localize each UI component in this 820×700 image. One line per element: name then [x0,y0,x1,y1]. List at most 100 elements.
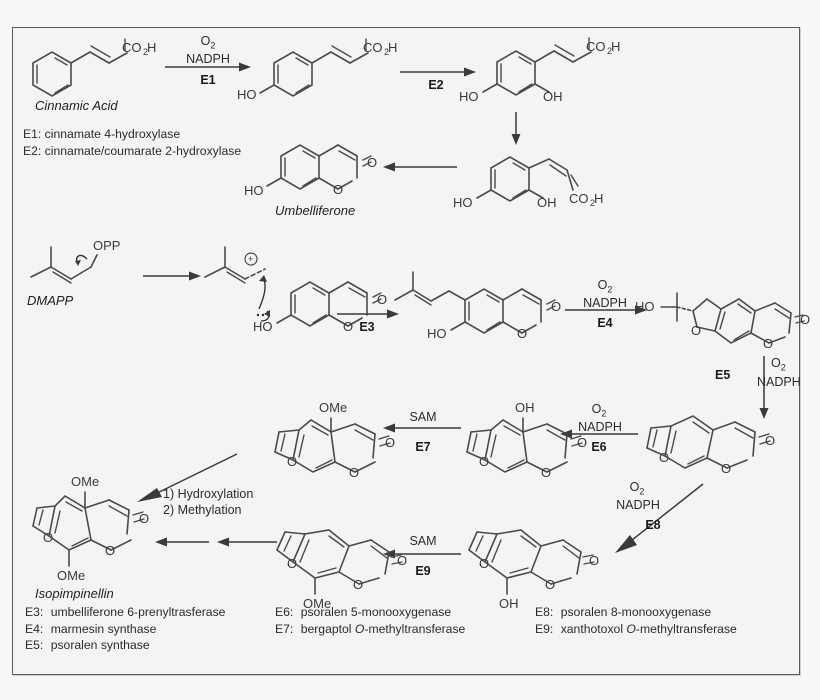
legend-e4-name: marmesin synthase [50,621,157,636]
o2-sub-e5: 2 [780,362,786,373]
svg-text:HO: HO [253,319,273,334]
legend-e9: E9: xanthotoxol O-methyltransferase [535,621,737,638]
legend-bottom-col2: E6: psoralen 5-monooxygenase E7: bergapt… [275,604,465,637]
o2-sub-e4: 2 [607,284,613,295]
enzyme-tag-e1: E1 [200,73,216,87]
o2-text-e6: O [591,402,602,416]
svg-text:OMe: OMe [57,568,85,583]
arrow-bergapten-to-isopimpinellin [133,450,243,504]
svg-text:O: O [589,553,599,568]
arrow-e8 [611,476,711,556]
structure-dmapp: OPP [25,233,135,293]
enzyme-tag-e3: E3 [359,320,375,334]
legend-e1: E1: cinnamate 4-hydroxylase [23,127,181,141]
svg-text:OH: OH [543,89,563,104]
svg-text:O: O [385,435,395,450]
enzyme-tag-e5: E5 [715,368,731,382]
svg-text:O: O [517,326,527,341]
svg-text:O: O [800,312,810,327]
arrow-e7 [381,414,465,440]
structure-psoralen: O O O [643,400,808,476]
legend-e3-name: umbelliferone 6-prenyltrasferase [50,605,226,619]
svg-text:H: H [611,39,620,54]
legend-bottom-col3: E8: psoralen 8-monooxygenase E9: xanthot… [535,604,737,637]
svg-text:HO: HO [427,326,447,341]
o2-text: O [200,34,211,48]
svg-text:HO: HO [635,299,655,314]
svg-text:O: O [691,323,701,338]
structure-xanthotoxin: O OMe O O [271,516,441,611]
legend-e8-name: psoralen 8-monooxygenase [560,605,712,619]
svg-text:CO: CO [363,40,383,55]
svg-text:O: O [551,299,561,314]
svg-text:O: O [139,511,149,526]
svg-text:O: O [343,319,353,334]
label-umbelliferone: Umbelliferone [275,203,356,218]
svg-text:HO: HO [453,195,473,210]
structure-marmesin: HO O O [635,273,814,353]
legend-e6: E6: psoralen 5-monooxygenase [275,604,465,621]
structure-coumaric-acid: HO CO 2 H [237,33,397,102]
svg-text:O: O [765,433,775,448]
label-isopimpinellin: Isopimpinellin [35,586,114,601]
svg-text:2: 2 [607,46,612,56]
structure-bergapten: OMe O O O [271,398,436,480]
legend-e5-name: psoralen synthase [50,638,150,652]
enzyme-tag-e8: E8 [645,518,661,532]
svg-text:O: O [397,553,407,568]
arrow-e3 [335,306,401,326]
svg-text:O: O [333,182,343,197]
svg-text:O: O [367,155,377,170]
svg-text:O: O [287,556,297,571]
svg-text:H: H [147,40,156,55]
svg-text:OPP: OPP [93,238,120,253]
svg-text:H: H [594,191,603,206]
o2-text-e8: O [629,480,640,494]
svg-text:HO: HO [244,183,264,198]
cofactor-nadph-e6: NADPH [578,420,622,434]
structure-cis-dihydroxycinnamic-acid: HO OH CO 2 H [453,146,621,218]
svg-text:CO: CO [569,191,589,206]
enzyme-tag-e9: E9 [415,564,431,578]
svg-text:2: 2 [590,198,595,208]
legend-top: E1: cinnamate 4-hydroxylase E2: cinnamat… [23,126,241,159]
svg-text:O: O [479,556,489,571]
legend-e7: E7: bergaptol O-methyltransferase [275,621,465,638]
arrow-e4 [561,280,649,326]
legend-e4: E4: marmesin synthase [25,621,225,638]
legend-e8: E8: psoralen 8-monooxygenase [535,604,737,621]
legend-e7-italic: O [354,621,365,636]
legend-e7-post: -methyltransferase [364,621,466,636]
svg-text:H: H [388,40,397,55]
svg-text:OMe: OMe [71,474,99,489]
svg-text:O: O [545,577,555,592]
cofactor-o2-e8: O2 [617,480,657,497]
svg-text:OH: OH [515,400,535,415]
structure-bergaptol: OH O O O [463,398,628,480]
svg-text:OH: OH [537,195,557,210]
legend-e6-name: psoralen 5-monooxygenase [300,605,452,619]
o2-text-e4: O [597,278,608,292]
structure-demethylsuberosin: HO O O [391,270,581,350]
legend-e9-italic: O [626,621,636,636]
legend-e7-tag: E7: [275,621,294,636]
enzyme-tag-e2: E2 [428,78,444,92]
arrow-to-isopimpinellin-1 [153,528,281,554]
legend-e3-tag: E3: [25,605,44,619]
arrow-e2 [398,64,478,86]
o2-sub-e8: 2 [639,486,645,497]
legend-e7-pre: bergaptol [300,621,355,636]
cofactor-o2-e1: O2 [179,34,237,51]
svg-text:O: O [577,435,587,450]
svg-text:2: 2 [384,47,389,57]
svg-text:OMe: OMe [319,400,347,415]
enzyme-tag-e4: E4 [597,316,613,330]
cofactor-o2-e6: O2 [571,402,627,419]
o2-sub-e6: 2 [601,408,607,419]
legend-e9-pre: xanthotoxol [560,621,627,636]
svg-text:HO: HO [237,87,257,102]
legend-e6-tag: E6: [275,605,294,619]
svg-text:OMe: OMe [303,596,331,611]
svg-text:CO: CO [122,40,142,55]
cofactor-sam-e7: SAM [409,410,437,424]
